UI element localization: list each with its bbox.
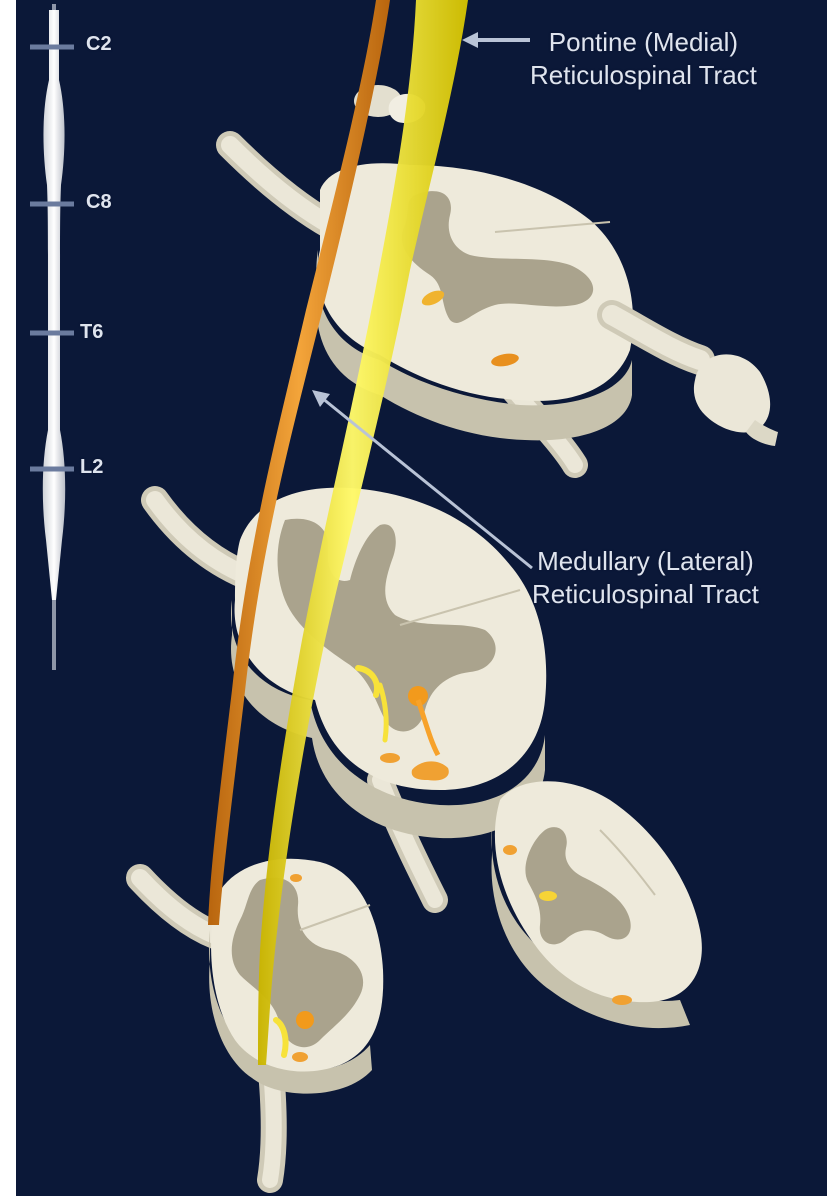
- pontine-label-line1: Pontine (Medial): [530, 26, 757, 59]
- level-label-c2: C2: [86, 33, 112, 56]
- pontine-label-line2: Reticulospinal Tract: [530, 59, 757, 92]
- level-label-c8: C8: [86, 191, 112, 214]
- medullary-label-line1: Medullary (Lateral): [532, 545, 759, 578]
- level-label-l2: L2: [80, 456, 103, 479]
- medullary-label-line2: Reticulospinal Tract: [532, 578, 759, 611]
- medullary-tract-label: Medullary (Lateral) Reticulospinal Tract: [532, 545, 759, 611]
- pontine-tract-label: Pontine (Medial) Reticulospinal Tract: [530, 26, 757, 92]
- level-label-t6: T6: [80, 321, 103, 344]
